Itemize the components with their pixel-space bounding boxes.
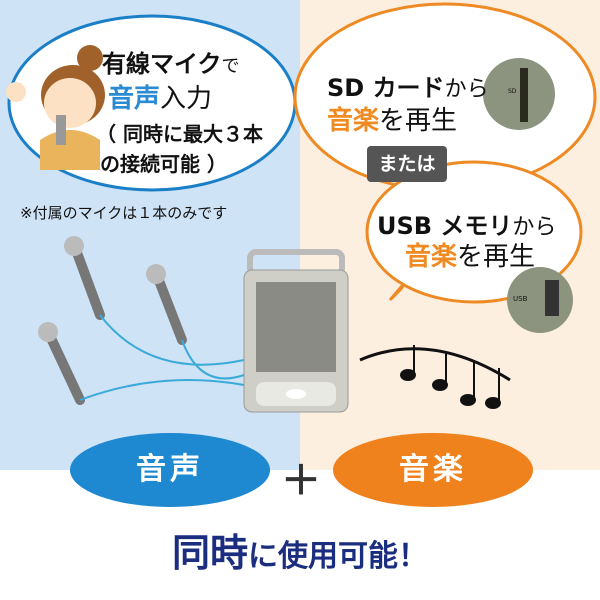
plus-icon: ＋ — [281, 458, 321, 504]
usb-bubble — [365, 160, 583, 304]
usb-play-text: を再生 — [457, 242, 536, 272]
speaker-icon — [243, 249, 349, 413]
usb-music-text: 音楽 — [405, 242, 458, 272]
usb-label: USB — [513, 295, 528, 303]
voice-text: 音声 — [108, 84, 161, 114]
footer-usable: 使用可能！ — [278, 539, 428, 574]
sd-from-text: から — [444, 77, 489, 102]
music-notes-icon — [359, 345, 511, 409]
footer-simultaneous: 同時 — [171, 531, 248, 575]
input-text: 入力 — [160, 84, 213, 114]
mic-cables — [79, 314, 245, 401]
sd-card-text: SD カード — [327, 74, 445, 102]
usb-from-text: から — [512, 215, 557, 240]
max-three-text: （ 同時に最大３本 — [96, 122, 263, 146]
girl-icon — [6, 45, 105, 170]
music-pill: 音楽 — [333, 433, 533, 507]
connectable-text: の接続可能 ） — [100, 152, 227, 176]
sd-play-text: を再生 — [379, 106, 458, 136]
wired-mic-text: 有線マイク — [102, 50, 222, 78]
footer-particle: に — [248, 539, 278, 574]
wired-mic-suffix: で — [221, 56, 240, 77]
included-mic-note: ※付属のマイクは１本のみです — [20, 204, 228, 222]
voice-pill: 音声 — [70, 433, 270, 507]
usb-memory-text: USB メモリ — [377, 212, 513, 240]
sd-music-text: 音楽 — [327, 106, 380, 136]
simultaneous-use-heading: 同時に使用可能！ — [0, 522, 600, 577]
sd-slot-photo — [483, 58, 555, 130]
microphone-icon — [38, 236, 187, 405]
or-badge: または — [367, 146, 447, 182]
sd-label: SD — [508, 88, 517, 95]
